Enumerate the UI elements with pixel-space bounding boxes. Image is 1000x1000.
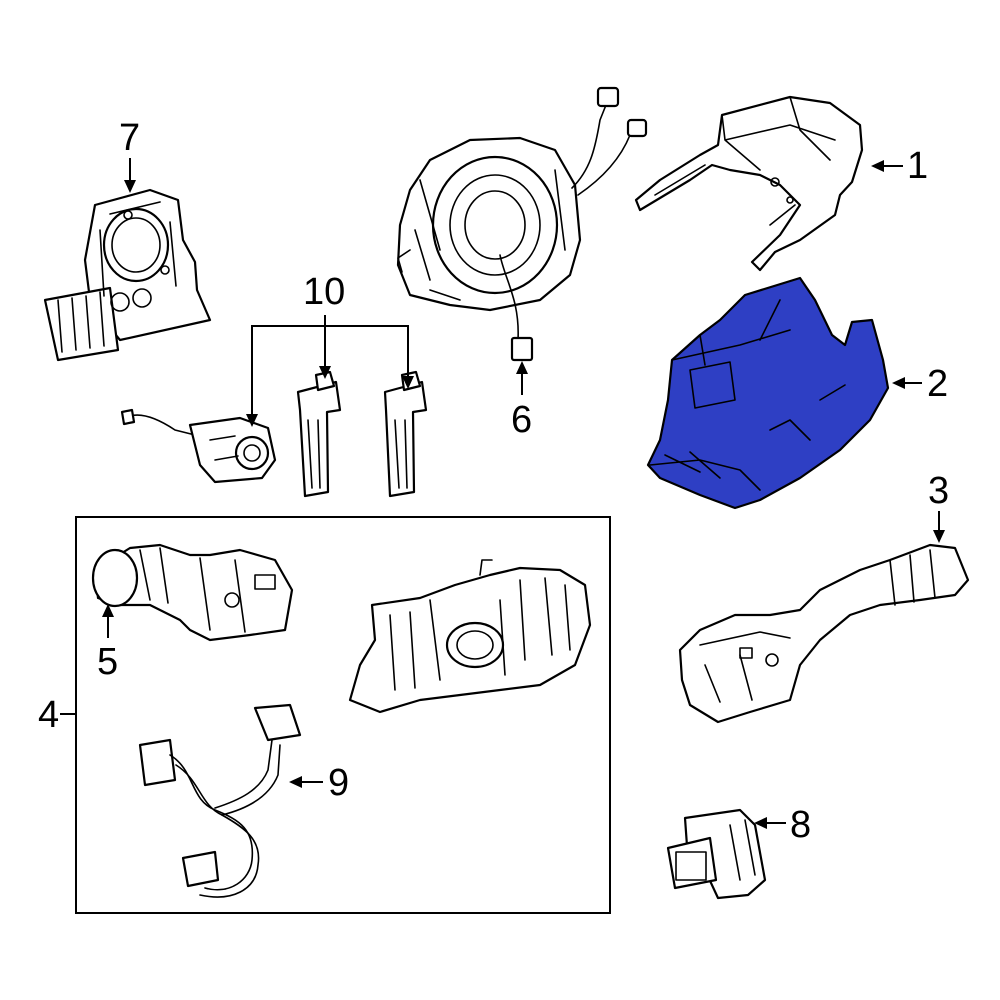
wire-harness-icon [138, 703, 302, 898]
callout-6-label: 6 [511, 399, 532, 441]
lower-column-cover-icon [646, 276, 890, 510]
callout-9-label: 9 [328, 762, 349, 804]
upper-column-cover-icon [634, 95, 864, 272]
callout-5: 5 [97, 604, 118, 683]
callout-7-label: 7 [119, 117, 140, 159]
wiper-switch-icon [678, 543, 970, 724]
callout-7: 7 [119, 117, 140, 193]
callout-2: 2 [892, 363, 948, 405]
callout-8-label: 8 [790, 804, 811, 846]
callout-4: 4 [38, 694, 76, 736]
callout-1: 1 [871, 145, 928, 187]
callout-3: 3 [928, 470, 949, 543]
turn-signal-switch-icon [91, 543, 294, 642]
callout-2-label: 2 [927, 363, 948, 405]
lock-cylinder-and-keys-icon [120, 370, 428, 498]
callout-9: 9 [289, 762, 349, 804]
combination-switch-assembly-group: 5 9 [75, 516, 611, 914]
callout-3-label: 3 [928, 470, 949, 512]
callout-5-label: 5 [97, 641, 118, 683]
callout-10-label: 10 [303, 271, 345, 313]
clock-spring-icon [396, 86, 648, 362]
callout-6: 6 [511, 361, 532, 441]
callout-4-label: 4 [38, 694, 59, 736]
callout-1-label: 1 [907, 145, 928, 187]
callout-10: 10 [246, 271, 414, 427]
combination-switch-body-icon [348, 559, 592, 714]
steering-angle-sensor-icon [43, 188, 212, 362]
callout-8: 8 [754, 804, 811, 846]
push-switch-icon [666, 808, 767, 900]
